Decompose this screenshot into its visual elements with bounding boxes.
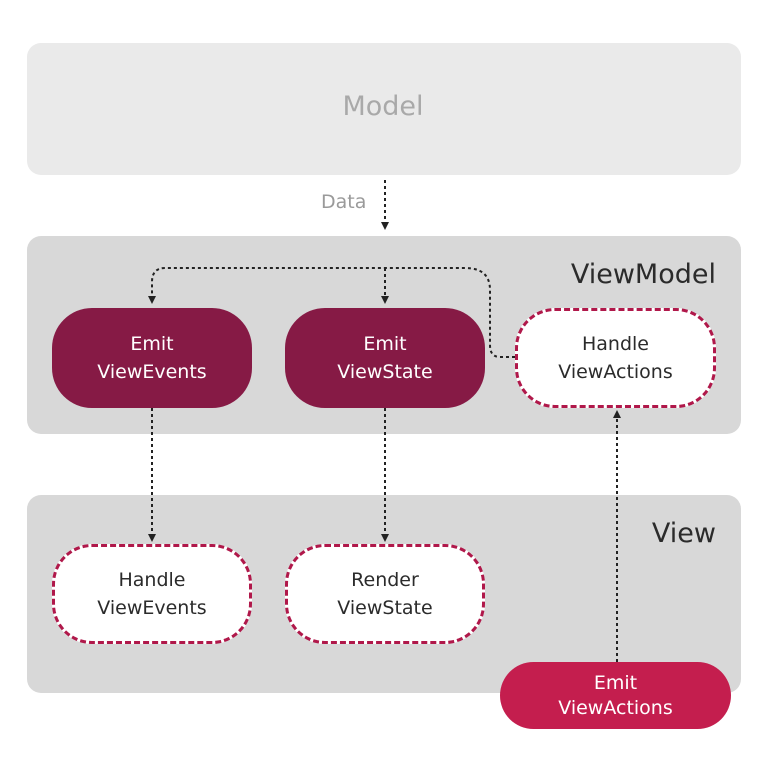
view-title: View [651,518,716,549]
render-view-state-node: Render ViewState [285,544,485,644]
model-title: Model [342,91,424,122]
emit-view-state-node: Emit ViewState [285,308,485,408]
viewmodel-title: ViewModel [570,259,716,290]
data-edge-label: Data [321,191,367,213]
emit-view-events-node: Emit ViewEvents [52,308,252,408]
handle-view-events-node: Handle ViewEvents [52,544,252,644]
model-layer [27,43,741,175]
handle-view-actions-node: Handle ViewActions [515,308,716,408]
emit-view-actions-node: Emit ViewActions [500,662,731,729]
